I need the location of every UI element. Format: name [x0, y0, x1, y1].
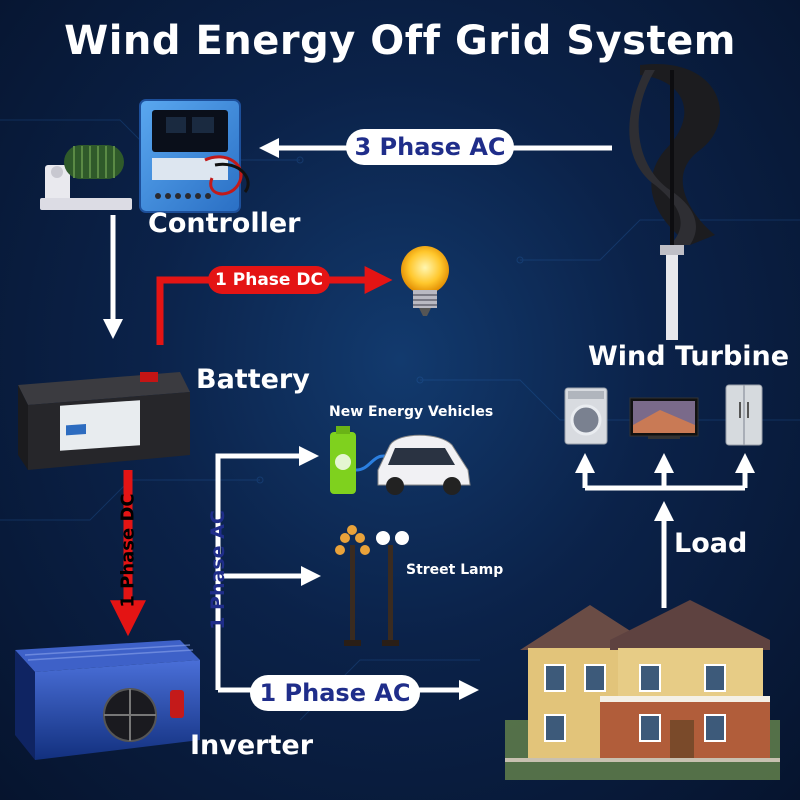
flow-label-3-phase-ac: 3 Phase AC	[346, 129, 514, 165]
inverter-label: Inverter	[190, 730, 314, 761]
controller-device	[139, 99, 250, 213]
inverter-device	[15, 640, 200, 760]
street-lamp-icon	[335, 525, 409, 646]
street-lamp-label: Street Lamp	[406, 562, 504, 578]
battery-device	[18, 372, 190, 470]
ev-charger-icon	[330, 426, 386, 494]
flow-inverter-branch	[215, 446, 321, 690]
flow-house-to-load	[575, 453, 755, 608]
television-icon	[629, 397, 699, 439]
flow-label-1-phase-ac-branch-text: 1 Phase AC	[207, 510, 230, 630]
flow-label-1-phase-ac-house: 1 Phase AC	[250, 675, 420, 711]
light-bulb-icon	[401, 246, 449, 316]
page-title: Wind Energy Off Grid System	[64, 18, 736, 64]
washing-machine-icon	[564, 387, 608, 445]
load-label: Load	[674, 528, 748, 559]
house-icon	[505, 600, 780, 780]
controller-label: Controller	[148, 208, 301, 239]
flow-label-1-phase-dc-inverter: 1 Phase DC	[112, 490, 144, 610]
flow-label-1-phase-dc-bulb: 1 Phase DC	[208, 266, 330, 294]
refrigerator-icon	[725, 384, 763, 446]
battery-label: Battery	[196, 364, 310, 395]
wind-turbine-device	[629, 63, 720, 340]
flow-label-1-phase-dc-inverter-text: 1 Phase DC	[117, 492, 139, 608]
new-energy-vehicles-label: New Energy Vehicles	[329, 404, 494, 420]
wind-turbine-label: Wind Turbine	[588, 341, 790, 372]
dump-load-resistor	[40, 145, 132, 210]
electric-car-icon	[377, 434, 471, 495]
flow-label-1-phase-ac-branch: 1 Phase AC	[202, 508, 234, 632]
